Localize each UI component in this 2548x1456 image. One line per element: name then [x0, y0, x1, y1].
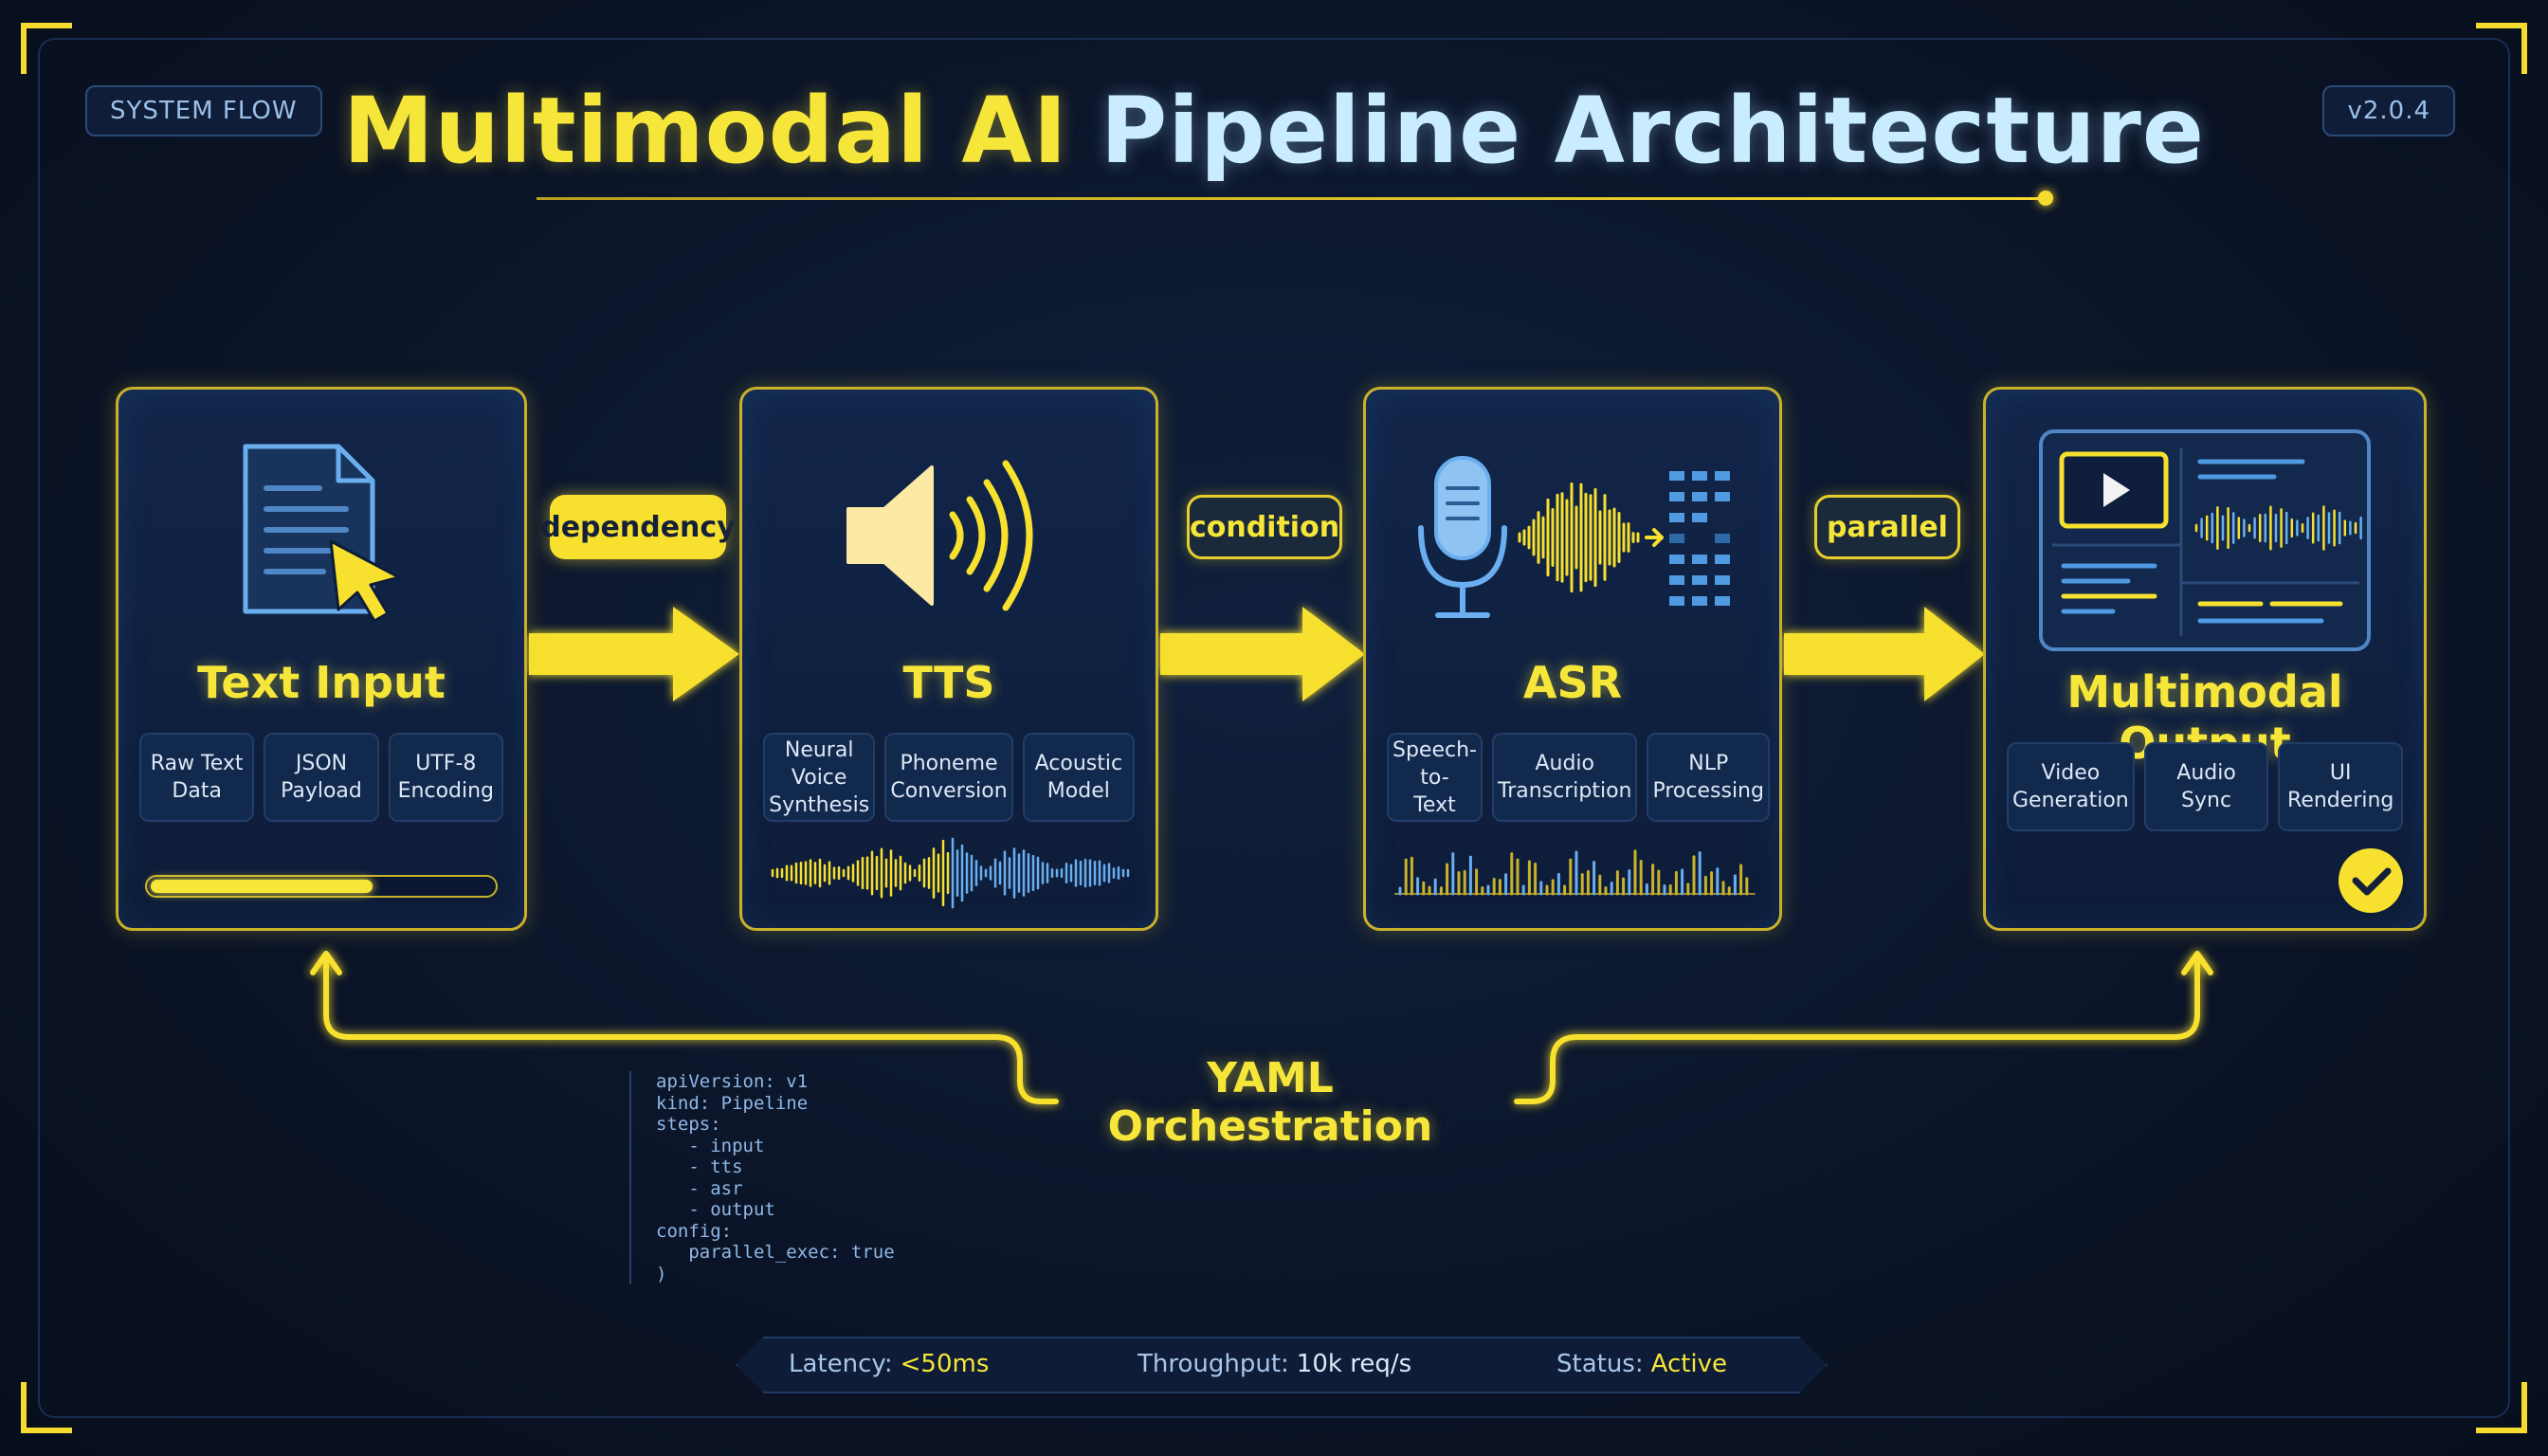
latency-value: <50ms: [900, 1350, 990, 1378]
title-underline: [537, 197, 2048, 200]
status-value: Active: [1650, 1350, 1728, 1378]
spectrum-bars-icon: [1394, 849, 1756, 896]
chip-json-payload: JSON Payload: [264, 733, 379, 822]
chip-utf8-encoding: UTF-8 Encoding: [388, 733, 503, 822]
orchestration-bracket: [310, 951, 2213, 1104]
title-underline-dot: [2038, 191, 2053, 206]
chip-nlp-processing: NLP Processing: [1647, 733, 1770, 822]
connector-dependency: dependency: [540, 495, 736, 559]
stage-title: TTS: [902, 657, 995, 708]
yaml-code-block: apiVersion: v1 kind: Pipeline steps: - i…: [629, 1071, 895, 1284]
corner-bracket-top-left: [21, 23, 72, 74]
chip-ui-rendering: UI Rendering: [2278, 742, 2404, 831]
corner-bracket-bottom-right: [2476, 1382, 2527, 1433]
arrow-input-to-tts: [529, 607, 739, 701]
arrow-tts-to-asr: [1160, 607, 1365, 701]
document-cursor-icon: [243, 444, 401, 623]
status-stat: Status:Active: [1556, 1350, 1727, 1378]
media-output-icon: [2039, 429, 2371, 651]
corner-bracket-top-right: [2476, 23, 2527, 74]
microphone-icon: [1418, 456, 1730, 618]
speaker-icon: [846, 460, 1033, 611]
latency-stat: Latency:<50ms: [789, 1350, 989, 1378]
throughput-value: 10k req/s: [1296, 1350, 1412, 1378]
chip-acoustic-model: Acoustic Model: [1022, 733, 1135, 822]
chip-neural-voice-synthesis: Neural Voice Synthesis: [763, 733, 876, 822]
chip-raw-text-data: Raw Text Data: [139, 733, 255, 822]
corner-bracket-bottom-left: [21, 1382, 72, 1433]
connector-parallel: parallel: [1814, 495, 1960, 559]
version-tag: v2.0.4: [2322, 85, 2455, 136]
hud-frame: [38, 38, 2510, 1418]
waveform-icon: [771, 837, 1130, 909]
stage-card-asr[interactable]: ASR Speech-to- Text Audio Transcription …: [1363, 387, 1782, 931]
throughput-label: Throughput:: [1138, 1350, 1289, 1378]
page-title: Multimodal AI Pipeline Architecture: [0, 78, 2548, 184]
checkmark-icon: [2339, 848, 2403, 913]
throughput-stat: Throughput:10k req/s: [1138, 1350, 1411, 1378]
progress-fill: [151, 880, 373, 893]
status-bar: [736, 1337, 1828, 1393]
progress-bar: [145, 875, 498, 898]
chip-audio-sync: Audio Sync: [2143, 742, 2269, 831]
arrow-asr-to-output: [1784, 607, 1985, 701]
stage-title: ASR: [1522, 657, 1623, 708]
title-part-2: Pipeline Architecture: [1100, 78, 2205, 184]
latency-label: Latency:: [789, 1350, 893, 1378]
chip-phoneme-conversion: Phoneme Conversion: [884, 733, 1013, 822]
stage-title: Text Input: [197, 657, 446, 708]
chip-speech-to-text: Speech-to- Text: [1387, 733, 1483, 822]
system-flow-tag: SYSTEM FLOW: [85, 85, 322, 136]
yaml-orchestration-label: YAML Orchestration: [1107, 1054, 1433, 1151]
stage-card-tts[interactable]: TTS Neural Voice Synthesis Phoneme Conve…: [739, 387, 1158, 931]
stage-card-text-input[interactable]: Text Input Raw Text Data JSON Payload UT…: [116, 387, 527, 931]
connector-condition: condition: [1187, 495, 1342, 559]
stage-card-multimodal-output[interactable]: Multimodal Output Video Generation Audio…: [1983, 387, 2427, 931]
chip-audio-transcription: Audio Transcription: [1491, 733, 1638, 822]
status-label: Status:: [1556, 1350, 1644, 1378]
title-part-1: Multimodal AI: [343, 78, 1068, 184]
chip-video-generation: Video Generation: [2007, 742, 2135, 831]
